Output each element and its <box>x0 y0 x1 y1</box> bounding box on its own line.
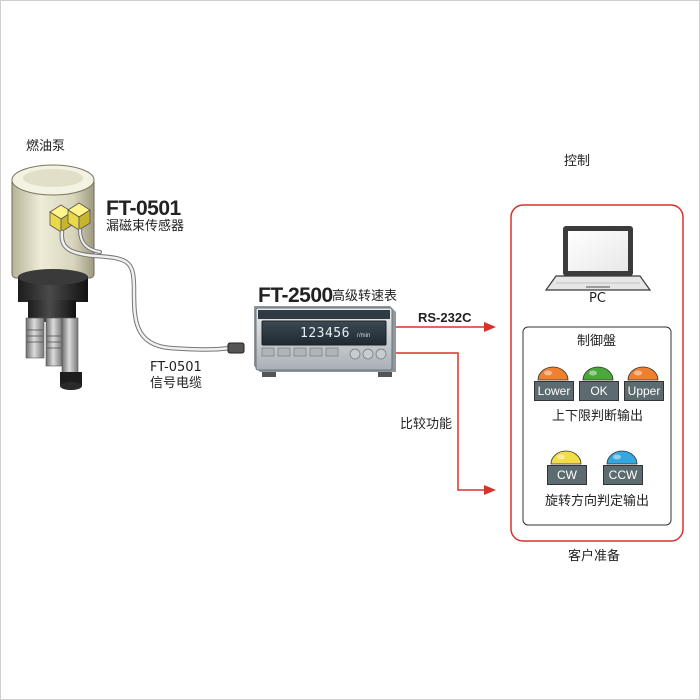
lamp-upper-dome <box>627 366 659 381</box>
cable-label: 信号电缆 <box>150 376 203 391</box>
rs232c-label: RS-232C <box>418 310 472 325</box>
lamp-cw-dome <box>550 450 582 465</box>
meter-display-unit: r/min <box>357 333 371 339</box>
lamp-upper-label: Upper <box>624 381 664 401</box>
compare-arrow <box>396 352 486 491</box>
control-panel-title: 制御盤 <box>577 334 617 349</box>
lamp-upper-dome-highlight <box>634 370 642 376</box>
pc-label: PC <box>589 291 606 306</box>
sensor-description: 漏磁束传感器 <box>106 219 185 234</box>
fuel-pump-illustration <box>11 164 95 390</box>
direction-output-caption: 旋转方向判定输出 <box>545 494 650 509</box>
connection-arrows <box>396 322 496 495</box>
lamp-lower-dome-highlight <box>544 370 552 376</box>
meter-model: FT-2500 <box>258 284 333 307</box>
lamp-lower-label: Lower <box>534 381 574 401</box>
lamp-ccw-dome-highlight <box>613 454 621 460</box>
sensor-heads <box>49 202 91 233</box>
lamp-ok-label: OK <box>579 381 619 401</box>
sensor-model: FT-0501 <box>106 197 181 220</box>
pc-laptop-icon <box>544 226 652 291</box>
cable-model: FT-0501 <box>150 360 202 375</box>
meter-display-value: 123456 <box>300 326 350 341</box>
lamp-cw-label: CW <box>547 465 587 485</box>
lamp-ok-dome <box>582 366 614 381</box>
lamp-lower-dome <box>537 366 569 381</box>
lamp-ok-dome-highlight <box>589 370 597 376</box>
fuel-pump-label: 燃油泵 <box>26 139 66 154</box>
tachometer-illustration <box>254 306 396 377</box>
lamp-ccw-label: CCW <box>603 465 643 485</box>
customer-prep-label: 客户准备 <box>568 549 621 564</box>
lamp-cw-dome-highlight <box>557 454 565 460</box>
lamp-ccw-dome <box>606 450 638 465</box>
compare-function-label: 比较功能 <box>400 417 453 432</box>
customer-panel-border <box>510 204 684 542</box>
control-label: 控制 <box>564 154 591 169</box>
sensor-cable <box>59 228 245 354</box>
limit-output-caption: 上下限判断输出 <box>552 409 644 424</box>
lamp-domes <box>537 366 659 465</box>
meter-description: 高级转速表 <box>332 289 398 304</box>
control-panel-box <box>522 326 672 526</box>
